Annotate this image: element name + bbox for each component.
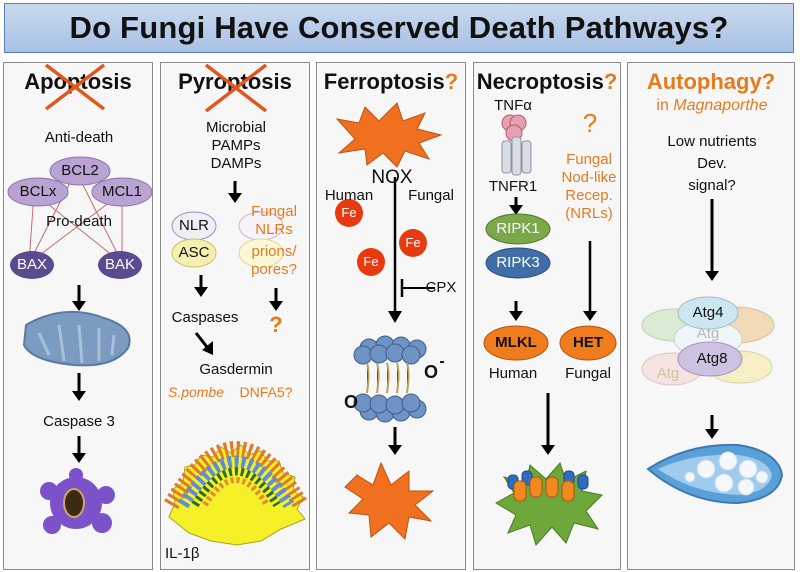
bcl2-label: BCL2 (61, 162, 99, 179)
atg-ghost-label-1: Atg (696, 325, 720, 342)
low-nutrients-label: Low nutrients (667, 133, 757, 150)
nrls-label: (NRLs) (565, 205, 613, 222)
ferroptosis-title-block: Ferroptosis? (317, 69, 465, 95)
necroptosis-title-block: Necroptosis? (474, 69, 620, 95)
pores-label: pores? (251, 261, 297, 278)
panel-ferroptosis: Ferroptosis? NOX Human Fungal Fe Fe Fe C… (316, 62, 466, 570)
fe-label-3: Fe (363, 254, 379, 269)
fungal-nlrs-label-2: NLRs (255, 221, 293, 238)
pyroptosis-graphics (164, 63, 308, 546)
signal-label: signal? (688, 177, 736, 194)
ferroptosis-question: ? (444, 69, 459, 94)
gasdermin-label: Gasdermin (199, 361, 273, 378)
fungal-label: Fungal (565, 365, 611, 382)
autophagy-title: Autophagy? (646, 69, 776, 94)
tnfa-label: TNFα (494, 97, 532, 114)
recep-label: Recep. (565, 187, 613, 204)
cross-out-icon (204, 63, 268, 113)
question-mark: ? (582, 108, 598, 138)
lipid-bilayer-icon (353, 335, 427, 423)
bak-label: BAK (104, 256, 135, 273)
superoxide-label: O (423, 362, 438, 382)
fungal-label: Fungal (408, 187, 454, 204)
caspase3-label: Caspase 3 (43, 413, 115, 430)
nlr-label: NLR (178, 217, 209, 234)
prions-label: prions/ (251, 243, 297, 260)
necrosome-pore-icon (495, 462, 604, 547)
pro-death-label: Pro-death (46, 213, 112, 230)
necroptosis-graphics (483, 114, 617, 547)
damps-label: DAMPs (210, 155, 262, 172)
asc-label: ASC (178, 244, 210, 261)
nod-like-label: Nod-like (561, 169, 617, 186)
nox-burst-icon (335, 102, 443, 168)
mlkl-label: MLKL (495, 334, 537, 351)
page-title: Do Fungi Have Conserved Death Pathways? (69, 10, 729, 45)
panel-autophagy: Autophagy? in Magnaporthe Low nutrients … (627, 62, 795, 570)
panel-apoptosis: Apoptosis Anti-death BCL2 BCLx MCL1 Pro (3, 62, 153, 570)
bclx-label: BCLx (19, 183, 57, 200)
cell-death-burst-icon (344, 461, 435, 541)
ferroptosis-title: Ferroptosis (323, 69, 445, 94)
panel-pyroptosis: Pyroptosis Microbial PAMPs DAMPs NLR ASC… (160, 62, 310, 570)
ripk1-label: RIPK1 (496, 220, 540, 237)
panel-necroptosis: Necroptosis? TNFα TNFR1 RIPK1 RIPK3 MLKL… (473, 62, 621, 570)
fe-label-1: Fe (341, 205, 357, 220)
cpx-label: CPX (425, 279, 457, 296)
human-label: Human (488, 365, 538, 382)
fungal-nod-label: Fungal (566, 151, 612, 168)
in-label: in (656, 97, 669, 114)
ripk3-label: RIPK3 (496, 254, 540, 271)
gasdermin-pore-icon (164, 441, 308, 546)
caspases-label: Caspases (171, 309, 239, 326)
fe-label-2: Fe (405, 235, 421, 250)
spombe-label: S.pombe (167, 384, 225, 400)
magnaporthe-label: Magnaporthe (673, 97, 768, 114)
apoptosis-graphics (7, 63, 152, 534)
ferroptosis-graphics (335, 102, 443, 541)
il1b-label: IL-1β (165, 545, 200, 562)
autophagosome-stack-icon (641, 296, 775, 386)
dev-label: Dev. (697, 155, 727, 172)
oxygen-label: O (343, 392, 358, 412)
vacuole-icon (646, 443, 784, 505)
tnf-receptor-icon (501, 114, 532, 176)
atg-ghost-label-2: Atg (656, 365, 680, 382)
tnfr1-label: TNFR1 (488, 178, 538, 195)
title-banner: Do Fungi Have Conserved Death Pathways? (4, 3, 794, 53)
pamps-label: PAMPs (211, 137, 261, 154)
dnfa5-label: DNFA5? (239, 384, 293, 400)
bax-label: BAX (16, 256, 47, 273)
apoptotic-cell-icon (40, 468, 115, 534)
het-label: HET (573, 334, 603, 351)
nox-label: NOX (371, 167, 413, 188)
microbial-label: Microbial (205, 119, 266, 136)
necroptosis-question: ? (603, 69, 618, 94)
necroptosis-title: Necroptosis (476, 69, 604, 94)
question-mark: ? (269, 312, 283, 337)
atg4-label: Atg4 (692, 304, 724, 321)
atg8-label: Atg8 (696, 350, 728, 367)
mcl1-label: MCL1 (101, 183, 142, 200)
fungal-nlrs-label-1: Fungal (251, 203, 297, 220)
mitochondrion-icon (22, 310, 131, 367)
human-label: Human (324, 187, 374, 204)
autophagy-graphics (641, 199, 784, 505)
organism-line: in Magnaporthe (628, 97, 794, 115)
cross-out-icon (44, 63, 106, 111)
superoxide-charge: - (439, 353, 445, 370)
anti-death-label: Anti-death (44, 129, 114, 146)
